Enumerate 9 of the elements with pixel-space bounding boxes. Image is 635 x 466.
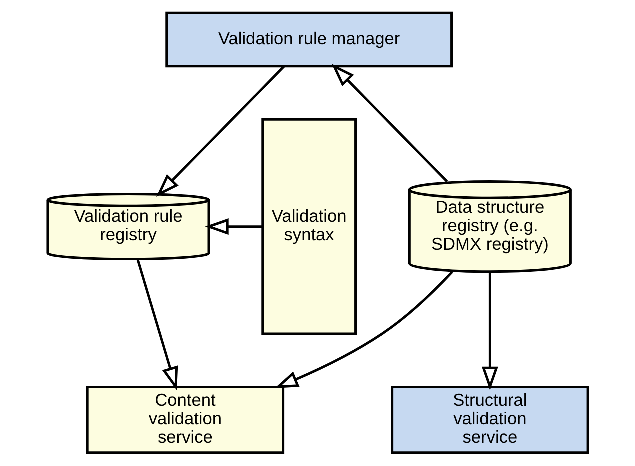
arrow [136,259,178,391]
node-box: Validation rule manager [165,12,453,68]
arrow [156,66,285,197]
node-box: Structural validation service [390,386,589,454]
arrow [481,272,498,390]
arrow [204,218,262,236]
arrow [331,64,448,183]
node-box: Validation syntax [261,118,357,336]
node-box: Content validation service [86,386,284,454]
